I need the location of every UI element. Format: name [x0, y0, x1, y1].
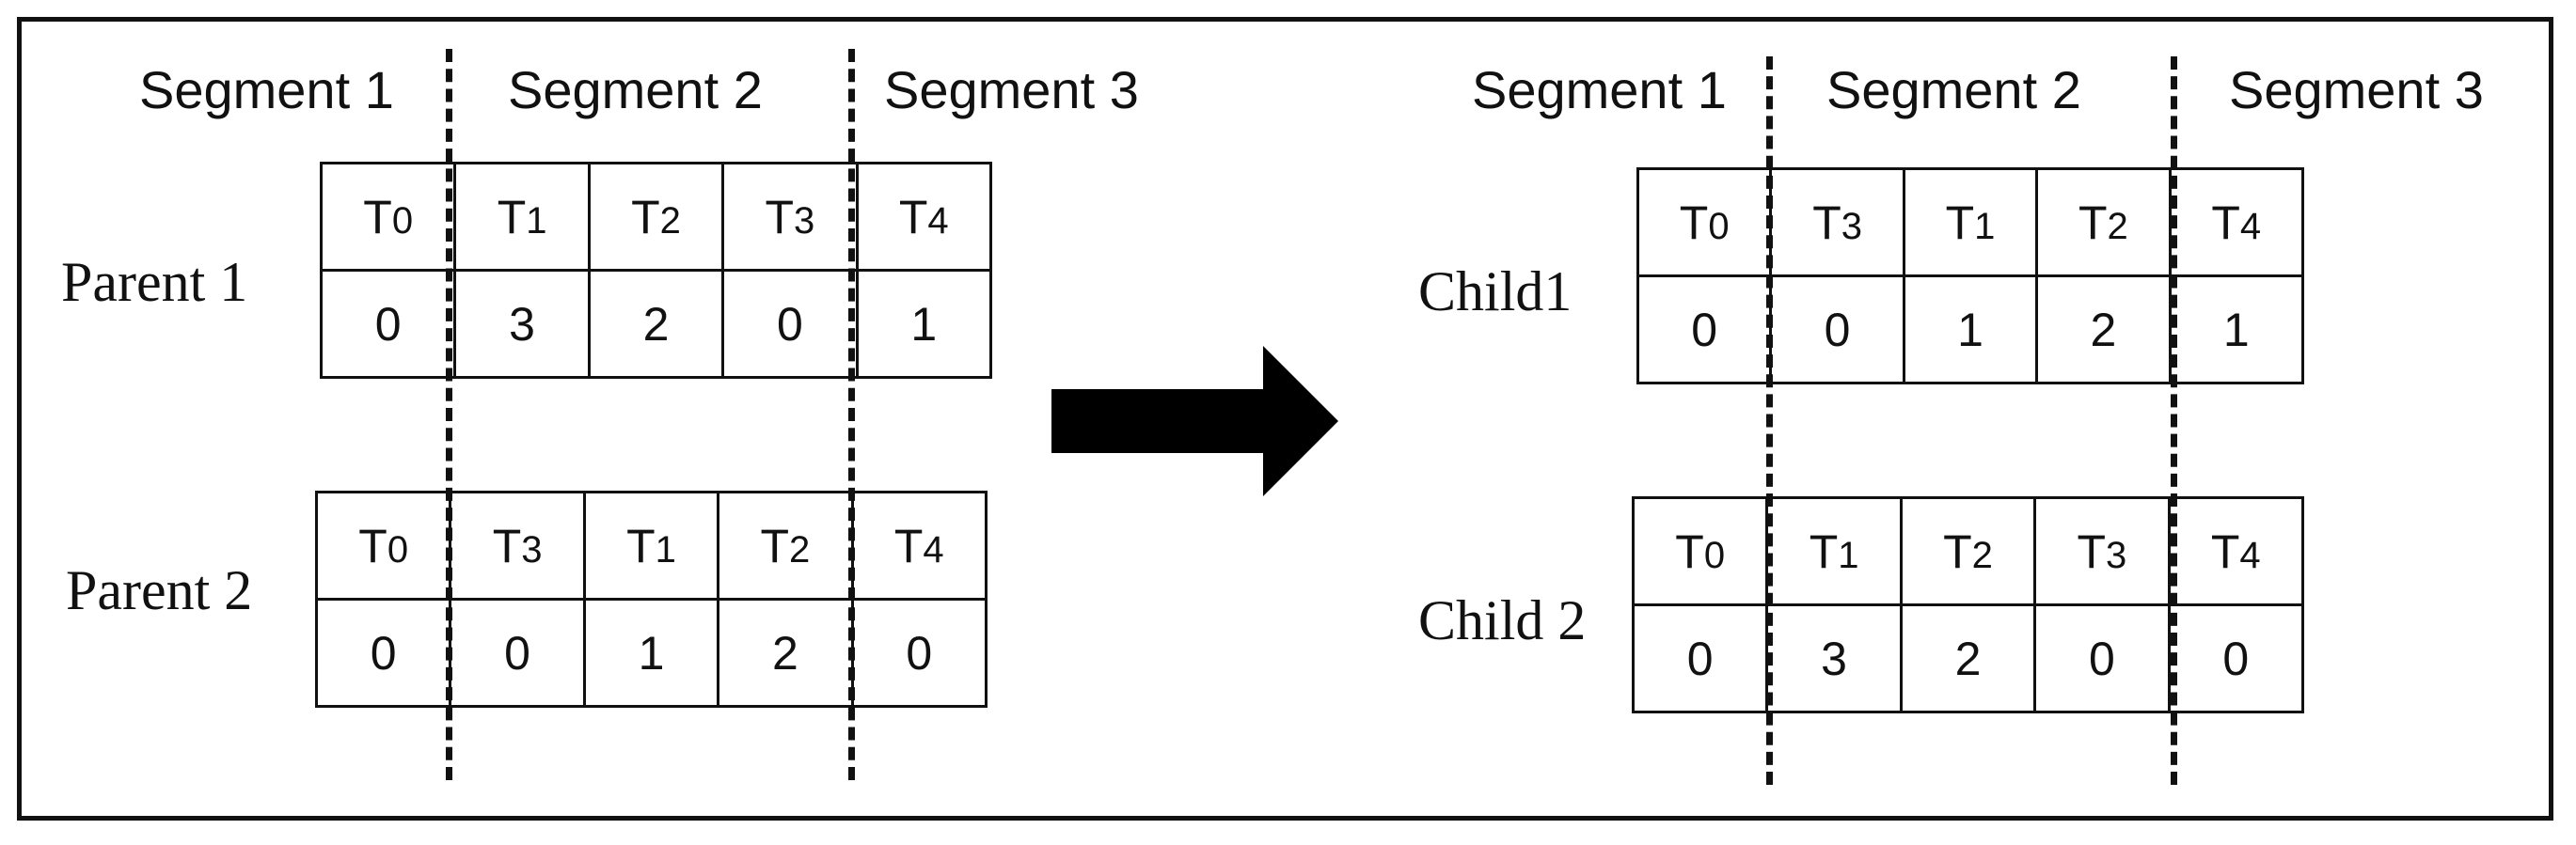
child-2-chromosome: T0 T1 T2 T3 T4 0 3 2 0 0: [1631, 496, 2305, 713]
task-cell: T3: [721, 162, 859, 272]
value-row: 0 0 1 2 0: [314, 598, 988, 708]
right-arrow-icon: [1051, 346, 1338, 496]
value-cell: 2: [1899, 603, 2037, 713]
task-cell: T1: [1765, 496, 1903, 606]
task-cell: T1: [1902, 167, 2039, 277]
task-cell: T0: [1636, 167, 1773, 277]
task-cell: T2: [1899, 496, 2037, 606]
value-row: 0 3 2 0 1: [319, 269, 993, 379]
value-row: 0 3 2 0 0: [1631, 603, 2305, 713]
child-2-label: Child 2: [1418, 589, 1587, 651]
parent-2-chromosome: T0 T3 T1 T2 T4 0 0 1 2 0: [314, 491, 988, 708]
task-row: T0 T3 T1 T2 T4: [1636, 167, 2305, 277]
task-cell: T1: [582, 491, 720, 601]
child-1-label: Child1: [1418, 260, 1572, 322]
task-cell: T3: [2033, 496, 2171, 606]
value-cell: 2: [587, 269, 725, 379]
value-row: 0 0 1 2 1: [1636, 274, 2305, 384]
task-cell: T0: [314, 491, 452, 601]
right-segment-3-label: Segment 3: [2229, 60, 2484, 119]
left-boundary-line-2: [848, 49, 855, 780]
value-cell: 0: [721, 269, 859, 379]
right-boundary-line-2: [2171, 56, 2177, 785]
task-cell: T2: [717, 491, 854, 601]
value-cell: 3: [453, 269, 591, 379]
task-cell: T3: [449, 491, 586, 601]
left-segment-1-label: Segment 1: [139, 60, 394, 119]
value-cell: 2: [2035, 274, 2172, 384]
value-cell: 1: [582, 598, 720, 708]
right-segment-2-label: Segment 2: [1826, 60, 2081, 119]
value-cell: 0: [314, 598, 452, 708]
task-row: T0 T3 T1 T2 T4: [314, 491, 988, 601]
left-boundary-line-1: [446, 49, 452, 780]
task-cell: T2: [587, 162, 725, 272]
value-cell: 0: [2167, 603, 2305, 713]
value-cell: 1: [1902, 274, 2039, 384]
task-cell: T3: [1769, 167, 1905, 277]
task-row: T0 T1 T2 T3 T4: [319, 162, 993, 272]
value-cell: 0: [449, 598, 586, 708]
task-cell: T0: [319, 162, 457, 272]
right-segment-1-label: Segment 1: [1472, 60, 1727, 119]
value-cell: 1: [2168, 274, 2305, 384]
left-segment-2-label: Segment 2: [508, 60, 763, 119]
value-cell: 3: [1765, 603, 1903, 713]
value-cell: 0: [850, 598, 988, 708]
child-1-chromosome: T0 T3 T1 T2 T4 0 0 1 2 1: [1636, 167, 2305, 384]
task-cell: T4: [2168, 167, 2305, 277]
task-row: T0 T1 T2 T3 T4: [1631, 496, 2305, 606]
parent-1-label: Parent 1: [61, 251, 248, 313]
value-cell: 0: [319, 269, 457, 379]
task-cell: T2: [2035, 167, 2172, 277]
value-cell: 0: [1631, 603, 1769, 713]
value-cell: 1: [855, 269, 993, 379]
left-segment-3-label: Segment 3: [884, 60, 1139, 119]
parent-1-chromosome: T0 T1 T2 T3 T4 0 3 2 0 1: [319, 162, 993, 379]
value-cell: 0: [1636, 274, 1773, 384]
value-cell: 0: [2033, 603, 2171, 713]
value-cell: 2: [717, 598, 854, 708]
parent-2-label: Parent 2: [66, 559, 253, 621]
task-cell: T4: [855, 162, 993, 272]
task-cell: T4: [2167, 496, 2305, 606]
task-cell: T1: [453, 162, 591, 272]
task-cell: T4: [850, 491, 988, 601]
task-cell: T0: [1631, 496, 1769, 606]
right-boundary-line-1: [1766, 56, 1773, 785]
value-cell: 0: [1769, 274, 1905, 384]
